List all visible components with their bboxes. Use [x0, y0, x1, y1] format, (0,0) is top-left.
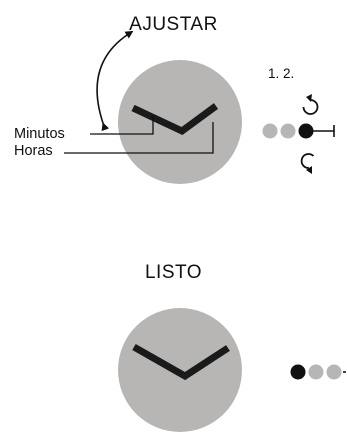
- crown-dot-0-active: [290, 364, 306, 380]
- minutes-leader-line: [90, 116, 154, 135]
- watch-hands-adjust: [131, 103, 219, 136]
- hours-leader-line: [64, 122, 214, 154]
- ready-title: LISTO: [144, 262, 203, 283]
- rotate-counterclockwise-icon: [300, 153, 315, 174]
- crown-dot-0: [262, 123, 278, 139]
- crown-dot-2-active: [298, 123, 314, 139]
- hours-label: Horas: [14, 143, 53, 159]
- adjust-title: AJUSTAR: [129, 14, 218, 35]
- crown-dot-1: [280, 123, 296, 139]
- double-headed-curved-arrow-icon: [96, 30, 134, 132]
- watch-dial-adjust: [118, 60, 242, 184]
- minutes-label: Minutos: [14, 126, 65, 142]
- rotate-clockwise-icon: [302, 94, 319, 115]
- watch-hands-ready: [132, 343, 230, 381]
- steps-label: 1. 2.: [268, 66, 295, 81]
- crown-dot-2: [326, 364, 342, 380]
- crown-dot-1: [308, 364, 324, 380]
